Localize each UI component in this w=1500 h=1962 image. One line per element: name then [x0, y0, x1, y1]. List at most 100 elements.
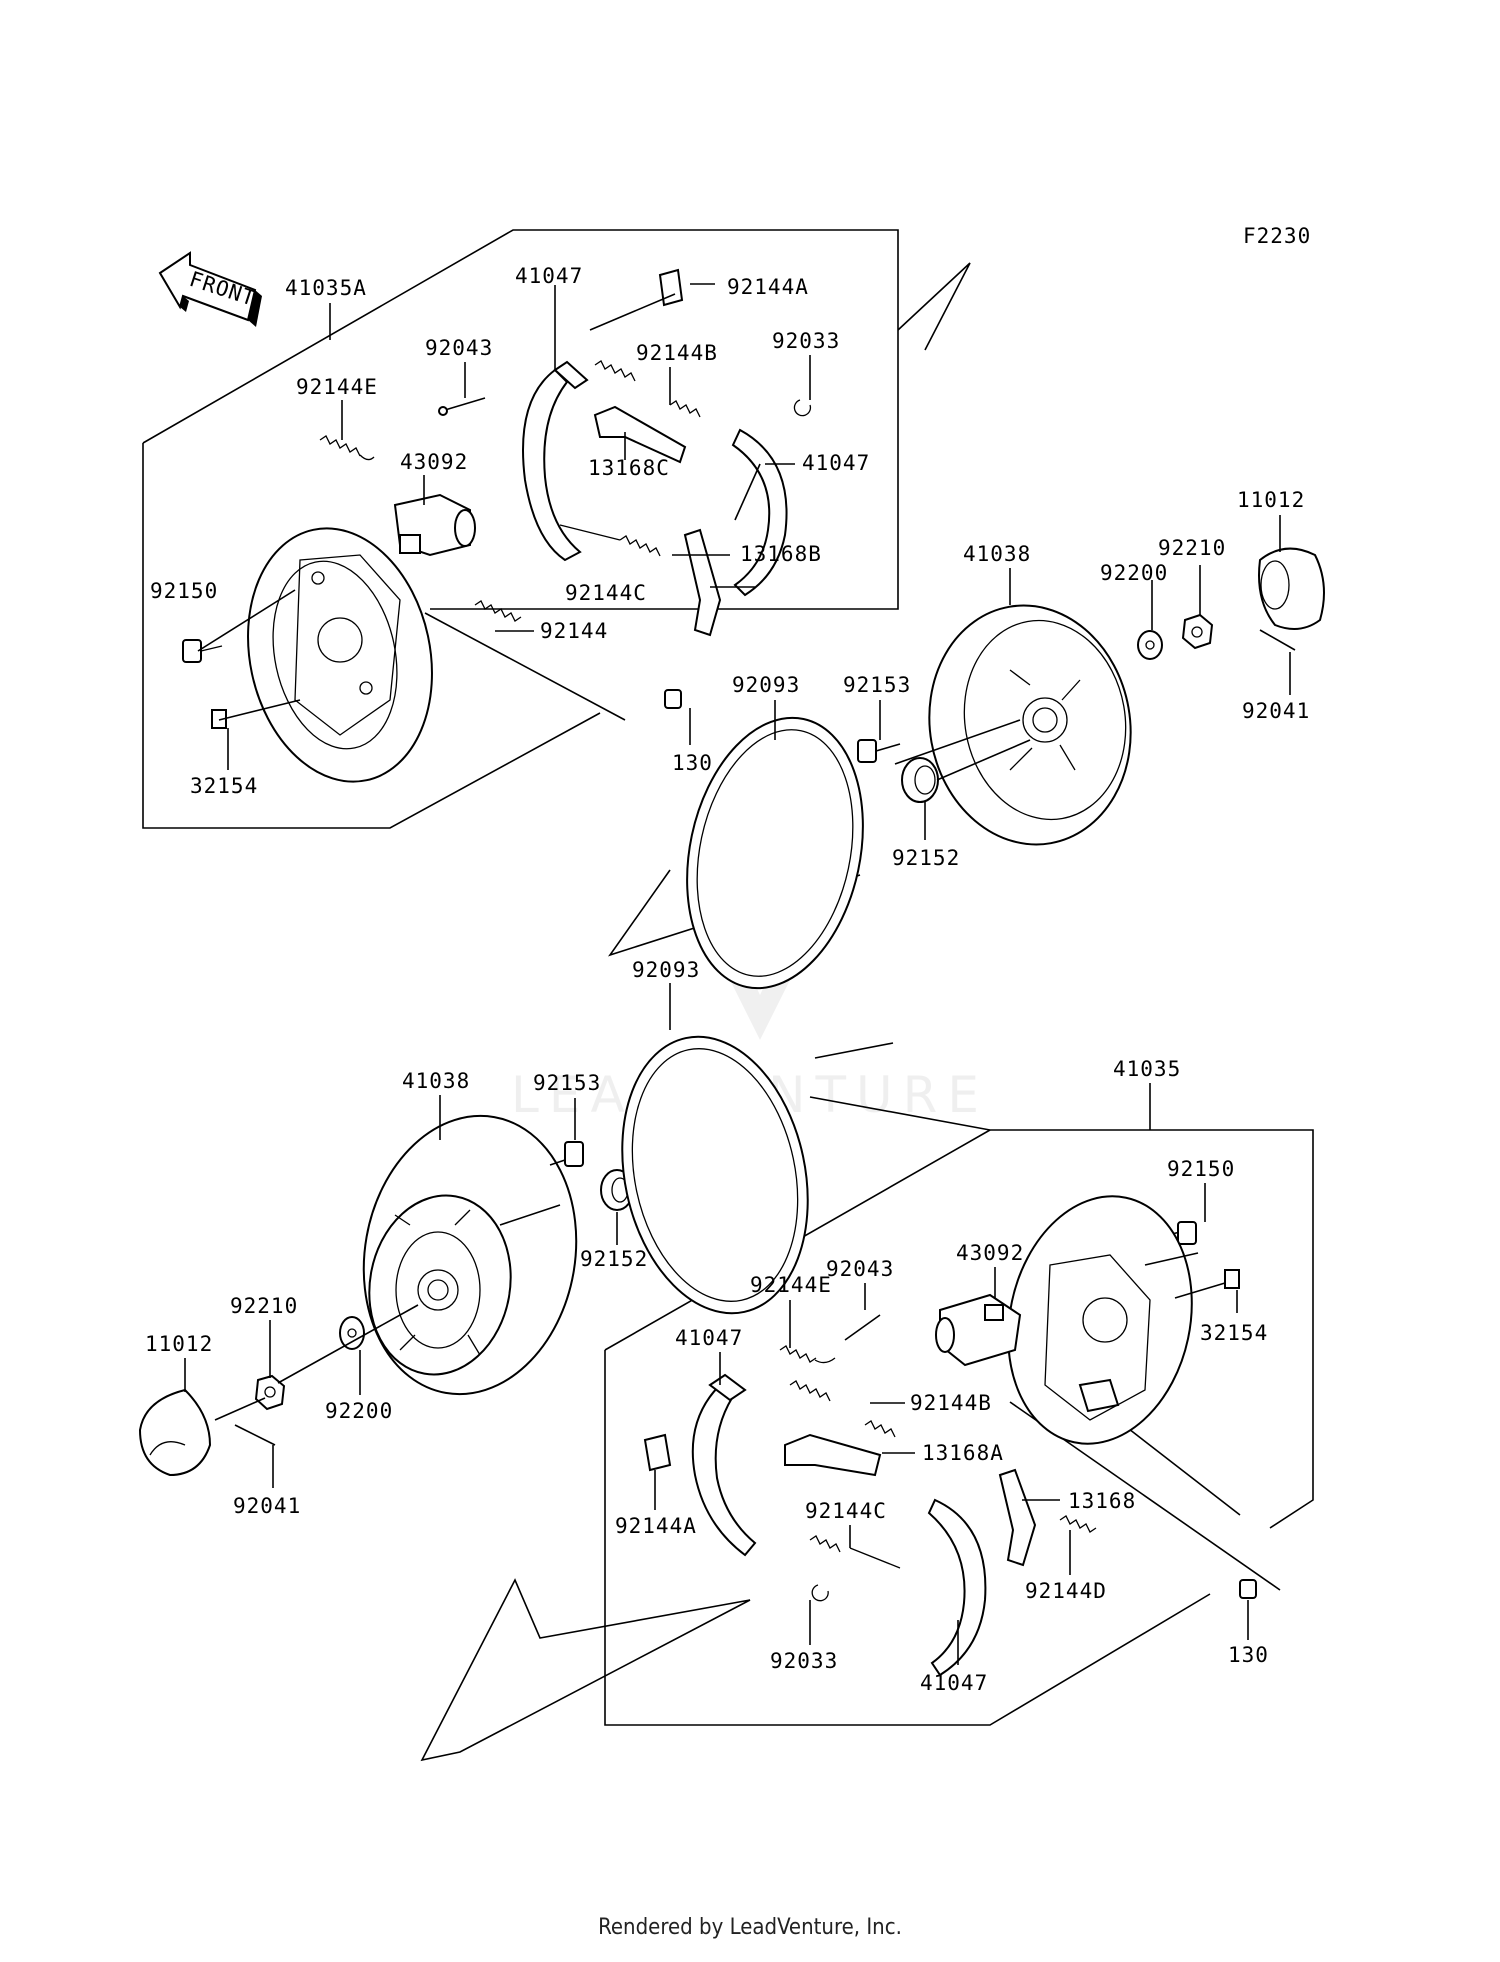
callout-92144E-lower: 92144E	[750, 1273, 832, 1297]
lower-brake-backing-plate	[1007, 1195, 1193, 1445]
lower-stud-92153	[549, 1141, 584, 1167]
upper-leader-lines	[197, 283, 1291, 840]
callout-43092-lower: 43092	[956, 1241, 1024, 1265]
upper-cap-11012	[1258, 547, 1325, 630]
callout-92210-lower: 92210	[230, 1294, 298, 1318]
lower-pin-92043	[844, 1314, 881, 1341]
callout-41035: 41035	[1113, 1057, 1181, 1081]
callout-92043-lower: 92043	[826, 1257, 894, 1281]
upper-brake-shoe-41047-b	[731, 428, 788, 597]
upper-seal-92093	[686, 716, 864, 990]
callout-41038-lower: 41038	[402, 1069, 470, 1093]
callout-41047-upper-a: 41047	[515, 264, 583, 288]
callout-92144B-lower: 92144B	[910, 1391, 992, 1415]
callout-92093-lower: 92093	[632, 958, 700, 982]
callout-92153-lower: 92153	[533, 1071, 601, 1095]
lower-clip-92144A	[643, 1433, 672, 1472]
lower-cotter-pin-92041	[234, 1424, 276, 1446]
footer-credit: Rendered by LeadVenture, Inc.	[598, 1915, 902, 1940]
upper-bolt-130	[664, 689, 682, 709]
lower-brake-shoe-41047-b	[927, 1498, 987, 1677]
upper-brake-drum-41038	[928, 604, 1132, 846]
upper-lever-13168B	[683, 528, 722, 637]
callout-92144C-lower: 92144C	[805, 1499, 887, 1523]
upper-spring-92144B	[594, 360, 701, 418]
callout-92144: 92144	[540, 619, 608, 643]
lower-brake-drum-41038	[362, 1114, 578, 1396]
lower-nut-92210	[254, 1374, 286, 1411]
upper-wheel-cylinder-43092	[393, 493, 476, 557]
lower-bleeder-32154	[1224, 1269, 1240, 1289]
upper-cotter-pin-92041	[1259, 629, 1296, 651]
callout-41035A: 41035A	[285, 276, 367, 300]
callout-130-upper: 130	[672, 751, 713, 775]
upper-spring-92144E	[319, 435, 375, 461]
upper-callouts: 41035A 41047 92144A 92043 92144B 92033 9…	[150, 264, 1310, 870]
lower-brake-shoe-41047-a	[691, 1373, 757, 1557]
callout-92093-upper: 92093	[732, 673, 800, 697]
front-arrow-icon: FRONT	[158, 251, 262, 327]
callout-92200-upper: 92200	[1100, 561, 1168, 585]
callout-41038-upper: 41038	[963, 542, 1031, 566]
upper-assembly-frame	[142, 229, 971, 957]
callout-11012-lower: 11012	[145, 1332, 213, 1356]
upper-pin-92043	[438, 397, 486, 416]
lower-spring-92144D	[1059, 1515, 1097, 1533]
lower-lever-13168A	[784, 1433, 882, 1477]
lower-bolt-130	[1239, 1579, 1257, 1599]
callout-92033-lower: 92033	[770, 1649, 838, 1673]
callout-11012-upper: 11012	[1237, 488, 1305, 512]
upper-brake-shoe-41047-a	[522, 360, 589, 562]
upper-stud-92153	[857, 739, 901, 763]
callout-41047-lower-a: 41047	[675, 1326, 743, 1350]
upper-washer-92200	[1137, 630, 1163, 660]
upper-seal-92152	[901, 757, 939, 803]
lower-seal-92093	[621, 1035, 809, 1315]
upper-lever-13168C	[593, 405, 687, 464]
callout-92150-lower: 92150	[1167, 1157, 1235, 1181]
callout-32154-upper: 32154	[190, 774, 258, 798]
callout-92041-upper: 92041	[1242, 699, 1310, 723]
callout-13168B: 13168B	[740, 542, 822, 566]
callout-92152-lower: 92152	[580, 1247, 648, 1271]
callout-13168A: 13168A	[922, 1441, 1004, 1465]
callout-43092-upper: 43092	[400, 450, 468, 474]
callout-92144D: 92144D	[1025, 1579, 1107, 1603]
upper-spring-92144	[474, 600, 522, 622]
callout-13168: 13168	[1068, 1489, 1136, 1513]
lower-spring-92144B	[789, 1380, 896, 1438]
callout-92210-upper: 92210	[1158, 536, 1226, 560]
callout-41047-upper-b: 41047	[802, 451, 870, 475]
lower-wheel-cylinder-43092	[935, 1293, 1022, 1367]
callout-32154-lower: 32154	[1200, 1321, 1268, 1345]
callout-92043-upper: 92043	[425, 336, 493, 360]
lower-washer-92200	[339, 1316, 365, 1350]
upper-spring-92144C	[559, 524, 661, 557]
callout-92144B-upper: 92144B	[636, 341, 718, 365]
lower-spring-92144C	[809, 1535, 901, 1569]
lower-lever-13168	[998, 1468, 1037, 1567]
upper-clip-92144A	[658, 268, 684, 307]
upper-brake-backing-plate	[247, 527, 433, 783]
callout-92144C-upper: 92144C	[565, 581, 647, 605]
upper-bolt-92150	[182, 639, 223, 663]
callout-92150-upper: 92150	[150, 579, 218, 603]
lower-callouts: 92093 41035 41038 92153 92150 92152 9204…	[145, 958, 1269, 1695]
lower-cap-11012	[138, 1388, 212, 1477]
upper-circlip-92033	[793, 399, 812, 417]
callout-92033-upper: 92033	[772, 329, 840, 353]
callout-41047-lower-b: 41047	[920, 1671, 988, 1695]
lower-leader-lines	[184, 983, 1249, 1665]
figure-code: F2230	[1243, 224, 1311, 248]
callout-92144A-lower: 92144A	[615, 1514, 697, 1538]
callout-92041-lower: 92041	[233, 1494, 301, 1518]
callout-92152-upper: 92152	[892, 846, 960, 870]
lower-circlip-92033	[811, 1584, 829, 1602]
callout-130-lower: 130	[1228, 1643, 1269, 1667]
lower-spring-92144E	[779, 1345, 836, 1364]
callout-92153-upper: 92153	[843, 673, 911, 697]
lower-assembly-frame	[420, 1042, 1314, 1762]
callout-13168C: 13168C	[588, 456, 670, 480]
